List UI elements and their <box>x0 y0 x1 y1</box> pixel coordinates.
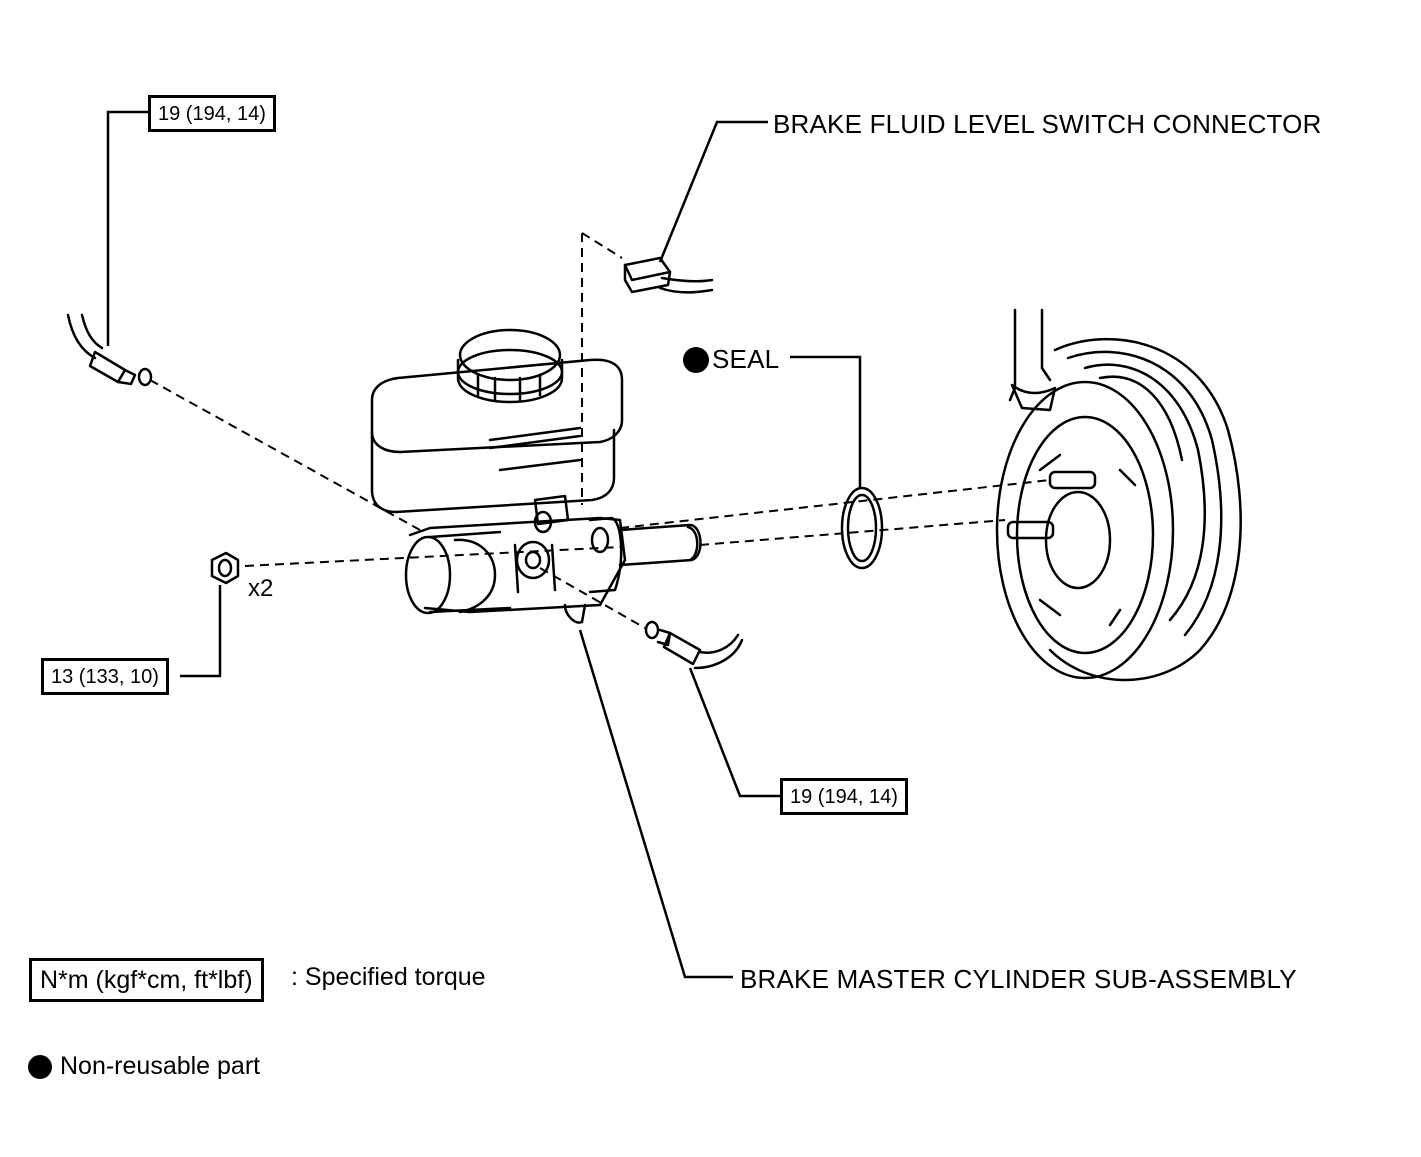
legend-torque-unit-box: N*m (kgf*cm, ft*lbf) <box>29 958 264 1002</box>
legend-torque-description: : Specified torque <box>291 963 486 991</box>
alignment-dashed-lines <box>149 232 1051 629</box>
upper-brake-line-drawing <box>66 313 153 387</box>
legend-non-reusable-icon <box>28 1055 52 1079</box>
lower-brake-line-drawing <box>644 620 744 670</box>
connector-drawing <box>623 256 714 294</box>
nut-quantity-label: x2 <box>248 575 274 602</box>
master-cylinder-drawing <box>370 328 702 624</box>
torque-label-lower-brake-line: 19 (194, 14) <box>780 778 908 815</box>
seal-ring <box>840 486 884 570</box>
brake-booster-drawing <box>995 308 1242 682</box>
non-reusable-marker-icon <box>683 347 709 373</box>
torque-label-mounting-nut: 13 (133, 10) <box>41 658 169 695</box>
leader-lines <box>106 110 862 979</box>
mounting-nut-drawing <box>210 551 240 585</box>
torque-label-upper-brake-line: 19 (194, 14) <box>148 95 276 132</box>
seal-label: SEAL <box>712 344 780 374</box>
brake-master-cylinder-label: BRAKE MASTER CYLINDER SUB-ASSEMBLY <box>740 964 1297 994</box>
legend-non-reusable-text: Non-reusable part <box>60 1052 261 1080</box>
brake-fluid-level-switch-connector-label: BRAKE FLUID LEVEL SWITCH CONNECTOR <box>773 109 1322 139</box>
